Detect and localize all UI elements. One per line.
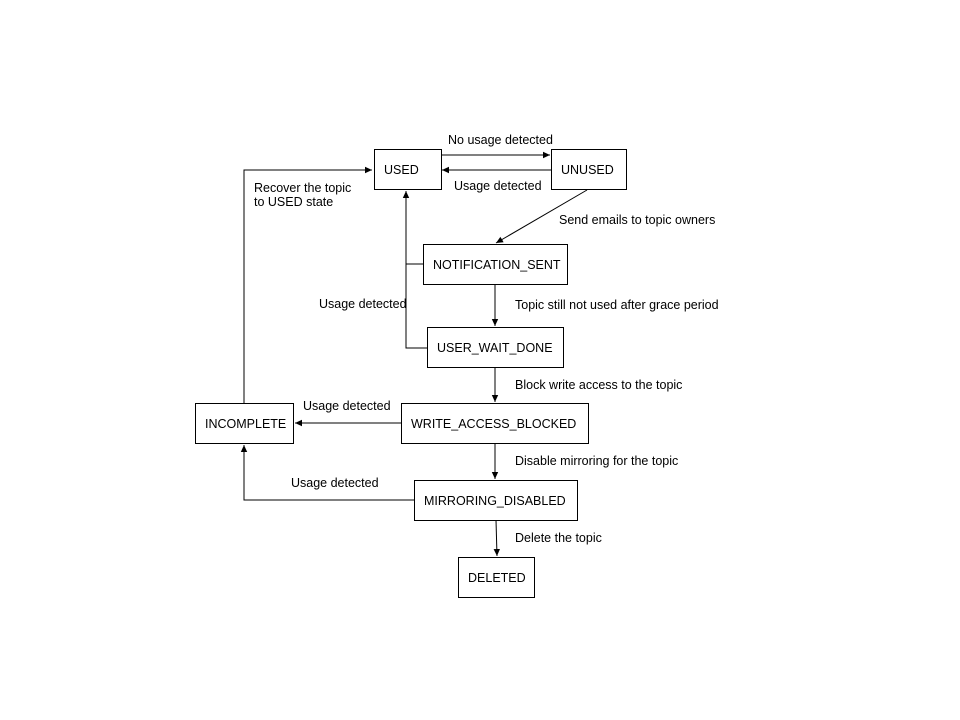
state-unused-label: UNUSED (561, 162, 614, 177)
edge-mirroring-to-deleted (493, 519, 501, 557)
label-delete-topic: Delete the topic (515, 531, 602, 545)
state-deleted: DELETED (458, 557, 535, 598)
state-write-access-blocked: WRITE_ACCESS_BLOCKED (401, 403, 589, 444)
label-block-write-access: Block write access to the topic (515, 378, 683, 392)
state-incomplete-label: INCOMPLETE (205, 416, 287, 431)
label-topic-still-not-used: Topic still not used after grace period (515, 298, 719, 312)
label-no-usage-detected: No usage detected (448, 133, 553, 147)
state-used: USED (374, 149, 442, 190)
label-recover-topic-line1: Recover the topic (254, 181, 352, 195)
state-mirroring-disabled-label: MIRRORING_DISABLED (424, 493, 566, 508)
edge-mirroring-to-incomplete (240, 445, 414, 501)
label-recover-topic-line2: to USED state (254, 195, 334, 209)
label-usage-detected-mirroring: Usage detected (291, 476, 379, 490)
label-usage-detected-back: Usage detected (319, 297, 407, 311)
state-mirroring-disabled: MIRRORING_DISABLED (414, 480, 578, 521)
label-usage-detected-unused: Usage detected (454, 179, 542, 193)
state-notification-sent-label: NOTIFICATION_SENT (433, 257, 561, 272)
state-unused: UNUSED (551, 149, 627, 190)
state-deleted-label: DELETED (468, 570, 526, 585)
state-user-wait-done: USER_WAIT_DONE (427, 327, 564, 368)
state-write-access-blocked-label: WRITE_ACCESS_BLOCKED (411, 416, 577, 431)
state-user-wait-done-label: USER_WAIT_DONE (437, 340, 553, 355)
state-notification-sent: NOTIFICATION_SENT (423, 244, 568, 285)
edge-unused-to-notification (495, 189, 588, 244)
label-send-emails: Send emails to topic owners (559, 213, 716, 227)
state-used-label: USED (384, 162, 419, 177)
edge-incomplete-to-used (243, 166, 372, 403)
label-usage-detected-blocked: Usage detected (303, 399, 391, 413)
label-disable-mirroring: Disable mirroring for the topic (515, 454, 679, 468)
edge-back-to-used (402, 191, 427, 349)
state-incomplete: INCOMPLETE (195, 403, 294, 444)
